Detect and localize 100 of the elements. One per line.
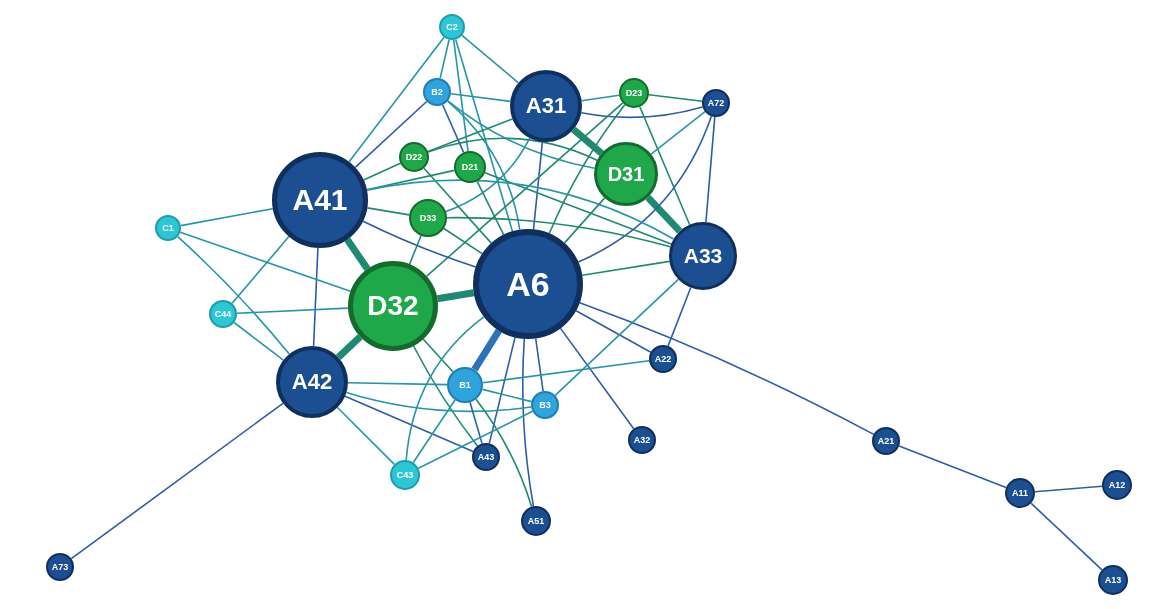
- network-edge: [667, 286, 692, 347]
- network-edge: [412, 399, 456, 464]
- network-edge: [578, 302, 875, 436]
- network-edge: [344, 237, 371, 271]
- network-edge: [484, 171, 672, 245]
- network-edge: [425, 102, 624, 277]
- network-node: A21: [872, 427, 900, 455]
- network-node: A6: [473, 229, 583, 339]
- network-edge: [176, 235, 291, 355]
- network-edge: [436, 289, 475, 303]
- network-edge: [471, 328, 502, 372]
- network-edge: [412, 345, 479, 447]
- network-node: A11: [1005, 478, 1035, 508]
- network-node: B2: [423, 78, 451, 106]
- network-edge: [548, 104, 626, 235]
- network-node: D32: [348, 261, 438, 351]
- network-edge: [580, 106, 704, 119]
- network-edge: [180, 207, 274, 227]
- network-node: D23: [619, 78, 649, 108]
- network-edge: [482, 360, 650, 384]
- network-node: D22: [399, 142, 429, 172]
- network-edge: [580, 94, 620, 102]
- network-node: A31: [510, 70, 582, 142]
- network-edge: [645, 194, 683, 234]
- network-node: A73: [46, 553, 74, 581]
- network-edge: [648, 94, 703, 103]
- network-edge: [563, 197, 606, 244]
- network-edge: [236, 307, 349, 315]
- network-edge: [554, 278, 680, 397]
- network-node: A32: [628, 426, 656, 454]
- network-edge: [454, 38, 514, 233]
- network-edge: [575, 309, 652, 353]
- network-node: A22: [649, 345, 677, 373]
- network-edge: [347, 381, 448, 386]
- network-edge: [344, 395, 474, 453]
- network-edge: [231, 235, 290, 305]
- network-edge: [469, 401, 483, 445]
- network-edge: [452, 39, 469, 152]
- network-edge: [366, 179, 675, 240]
- network-node: A51: [521, 506, 551, 536]
- network-node: A41: [272, 152, 368, 248]
- network-edge: [441, 104, 465, 154]
- network-node: A42: [276, 346, 348, 418]
- network-node: D21: [454, 151, 486, 183]
- network-edge: [335, 334, 363, 360]
- network-node: A33: [669, 222, 737, 290]
- network-node: A13: [1098, 565, 1128, 595]
- network-edge: [443, 227, 483, 255]
- network-edge: [705, 116, 716, 223]
- network-edge: [1034, 485, 1103, 493]
- network-edge: [427, 118, 514, 153]
- network-node: C44: [209, 300, 237, 328]
- network-node: C2: [439, 14, 465, 40]
- network-edge: [439, 38, 450, 80]
- network-edge: [354, 100, 428, 169]
- network-edge: [408, 234, 422, 265]
- network-edge: [362, 162, 402, 181]
- network-node: B1: [447, 367, 483, 403]
- network-edge: [345, 391, 532, 413]
- network-node: C43: [390, 460, 420, 490]
- network-edge: [446, 216, 672, 248]
- network-edge: [446, 100, 521, 231]
- network-node: B3: [531, 391, 559, 419]
- network-edge: [366, 207, 411, 216]
- network-edge: [450, 93, 512, 103]
- network-edge: [366, 169, 456, 191]
- network-node: A72: [702, 89, 730, 117]
- network-edge: [1030, 502, 1103, 571]
- network-edge: [532, 141, 544, 231]
- network-edge: [405, 316, 485, 461]
- network-edge: [521, 338, 535, 507]
- network-edge: [898, 445, 1007, 489]
- network-edge: [447, 100, 596, 169]
- network-edge: [70, 402, 284, 560]
- network-node: A43: [472, 443, 500, 471]
- network-edge: [417, 410, 534, 470]
- network-edge: [476, 180, 505, 236]
- network-edge: [348, 36, 445, 163]
- network-edge: [362, 220, 477, 268]
- network-edge: [179, 231, 352, 293]
- network-node: A12: [1102, 470, 1132, 500]
- network-edge: [233, 321, 285, 361]
- network-node: D33: [409, 199, 447, 237]
- network-edge: [481, 388, 533, 403]
- network-edge: [488, 336, 516, 445]
- network-node: C1: [155, 215, 181, 241]
- network-edge: [639, 106, 691, 226]
- network-edge: [461, 34, 520, 84]
- network-edge: [422, 338, 454, 373]
- network-edge: [559, 327, 635, 430]
- network-edge: [577, 115, 713, 263]
- network-edge: [423, 167, 493, 244]
- network-edge: [571, 126, 604, 156]
- network-edge: [312, 247, 319, 347]
- network-edge: [534, 337, 544, 392]
- network-node: D31: [594, 142, 658, 206]
- network-edge: [475, 398, 533, 508]
- network-edge: [581, 260, 671, 277]
- network-edge: [650, 110, 706, 155]
- network-edge: [336, 406, 396, 466]
